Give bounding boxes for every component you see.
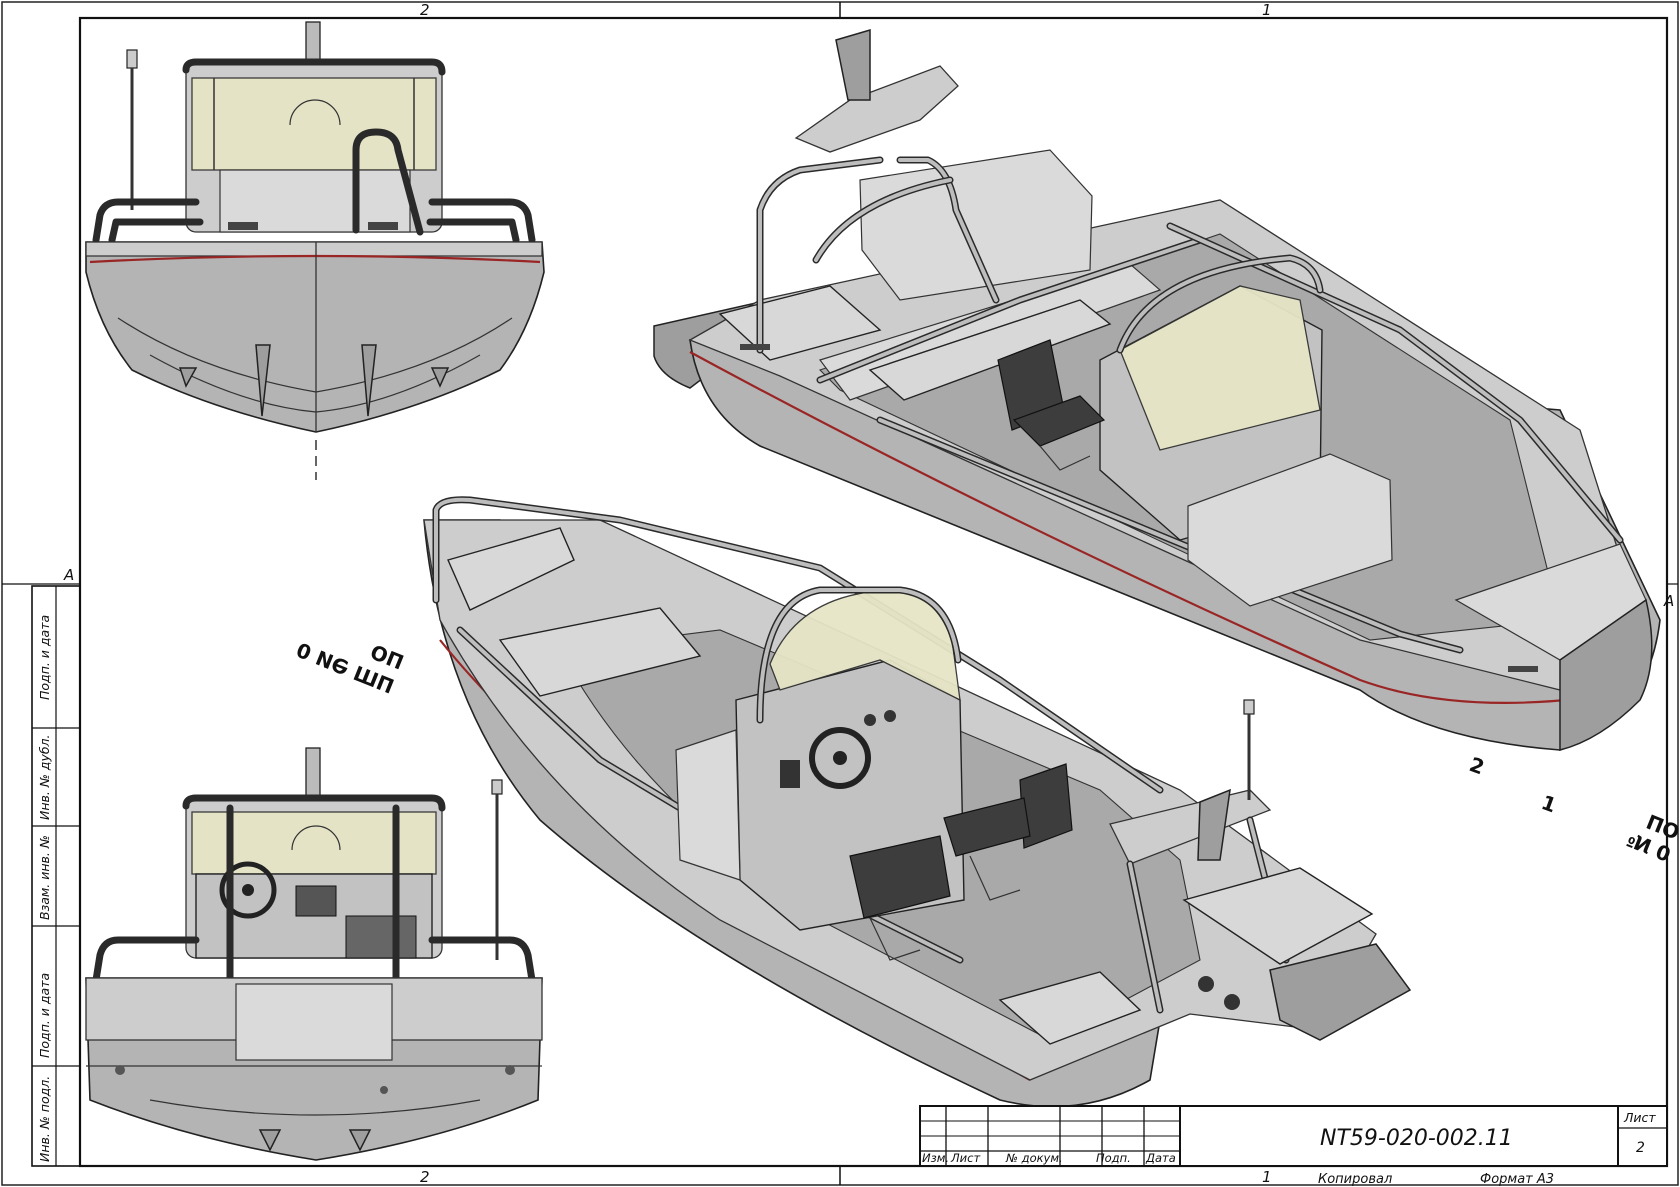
title-block: Изм. Лист № докум. Подп. Дата NT59-020-0… [919,1105,1668,1167]
title-col-doc-number: № докум. [1005,1151,1063,1165]
callout-1: 1 [1538,790,1559,817]
side-strip: Подп. и дата Инв. № дубл. Взам. инв. № П… [31,585,81,1167]
title-col-change: Изм. [922,1151,949,1165]
right-zone-label-a: A [1663,592,1674,610]
copied-label: Копировал [1318,1172,1392,1187]
strip-label-replaced-inv: Взам. инв. № [37,835,52,920]
title-col-date: Дата [1145,1151,1176,1165]
rear-view [85,747,543,1161]
sheet-number: 2 [1636,1140,1645,1156]
mirrored-label-left: ПО ПШ ӘИ 0 [293,638,407,699]
front-view [85,21,545,480]
top-zone-label-1: 1 [1262,1,1272,19]
strip-label-sign-date-1: Подп. и дата [37,615,52,700]
mirrored-label-right: ОП 0 № [1623,810,1680,867]
sheet-label: Лист [1623,1110,1656,1125]
strip-label-duplicate-inv: Инв. № дубл. [37,734,52,820]
strip-label-sign-date-2: Подп. и дата [37,973,52,1058]
iso-view-stern-quarter [653,28,1661,751]
bottom-zone-label-2: 2 [420,1168,430,1186]
top-zone-label-2: 2 [420,1,430,19]
title-col-sheet: Лист [950,1151,980,1165]
callout-2: 2 [1466,752,1487,779]
left-zone-label-a: A [63,566,74,584]
strip-label-original-inv: Инв. № подл. [37,1076,52,1162]
iso-view-bow-quarter [423,496,1412,1108]
title-col-signature: Подп. [1096,1151,1131,1165]
bottom-zone-label-1: 1 [1262,1168,1272,1186]
document-number: NT59-020-002.11 [1320,1126,1513,1151]
format-label: Формат A3 [1480,1172,1554,1187]
